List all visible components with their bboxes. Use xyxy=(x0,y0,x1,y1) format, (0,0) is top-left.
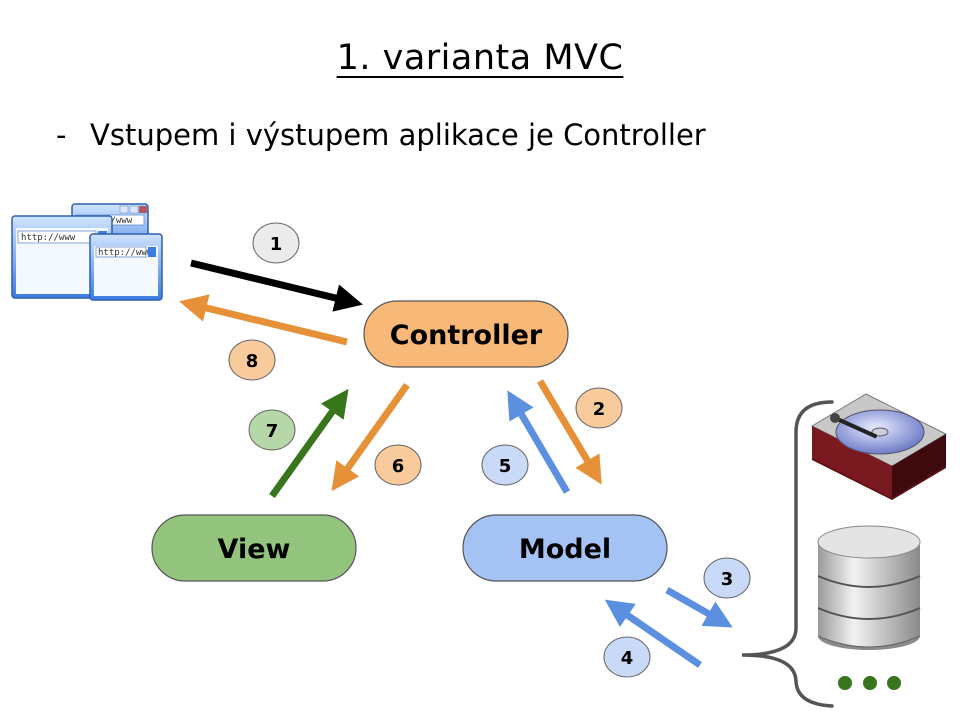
step-6-label: 6 xyxy=(392,456,405,477)
storage-brace xyxy=(741,400,834,708)
bullet-point: -Vstupem i výstupem aplikace je Controll… xyxy=(56,118,706,152)
arrow-1-request xyxy=(190,259,363,312)
step-5-badge: 5 xyxy=(481,444,529,486)
step-2-label: 2 xyxy=(593,399,606,420)
model-label: Model xyxy=(519,534,611,565)
step-8-badge: 8 xyxy=(228,339,276,381)
arrow-8-response xyxy=(179,294,348,346)
step-4-label: 4 xyxy=(621,648,634,669)
arrow-6-controller-to-view xyxy=(331,382,410,492)
step-2-badge: 2 xyxy=(575,387,623,429)
arrow-7-view-to-controller xyxy=(269,388,349,499)
step-1-badge: 1 xyxy=(252,222,300,264)
browser-url-right: http://www xyxy=(98,248,153,258)
step-7-badge: 7 xyxy=(248,409,296,451)
browser-windows-icon: http://www http://www http://www xyxy=(11,203,163,301)
step-4-badge: 4 xyxy=(603,636,651,678)
step-8-label: 8 xyxy=(246,351,259,372)
view-label: View xyxy=(218,534,291,565)
step-7-label: 7 xyxy=(266,421,279,442)
more-storage-dots-icon xyxy=(838,676,901,690)
slide-title: 1. varianta MVC xyxy=(0,38,960,78)
bullet-text: Vstupem i výstupem aplikace je Controlle… xyxy=(90,118,706,152)
hard-disk-icon xyxy=(810,393,948,500)
view-node: View xyxy=(151,514,357,582)
bullet-marker: - xyxy=(56,118,67,152)
controller-label: Controller xyxy=(390,320,543,351)
model-node: Model xyxy=(462,514,668,582)
controller-node: Controller xyxy=(363,300,569,368)
arrow-2-controller-to-model xyxy=(536,379,602,485)
step-3-label: 3 xyxy=(721,569,734,590)
step-5-label: 5 xyxy=(499,456,512,477)
browser-url-front: http://www xyxy=(21,233,76,243)
browser-window-right: http://www xyxy=(89,233,163,301)
step-3-badge: 3 xyxy=(703,557,751,599)
step-6-badge: 6 xyxy=(374,444,422,486)
arrow-3-model-to-storage xyxy=(665,586,733,628)
database-icon xyxy=(817,525,921,650)
slide-title-text: 1. varianta MVC xyxy=(336,38,624,78)
arrow-4-storage-to-model xyxy=(604,599,702,668)
arrow-5-model-to-controller xyxy=(507,390,571,494)
step-1-label: 1 xyxy=(270,234,283,255)
